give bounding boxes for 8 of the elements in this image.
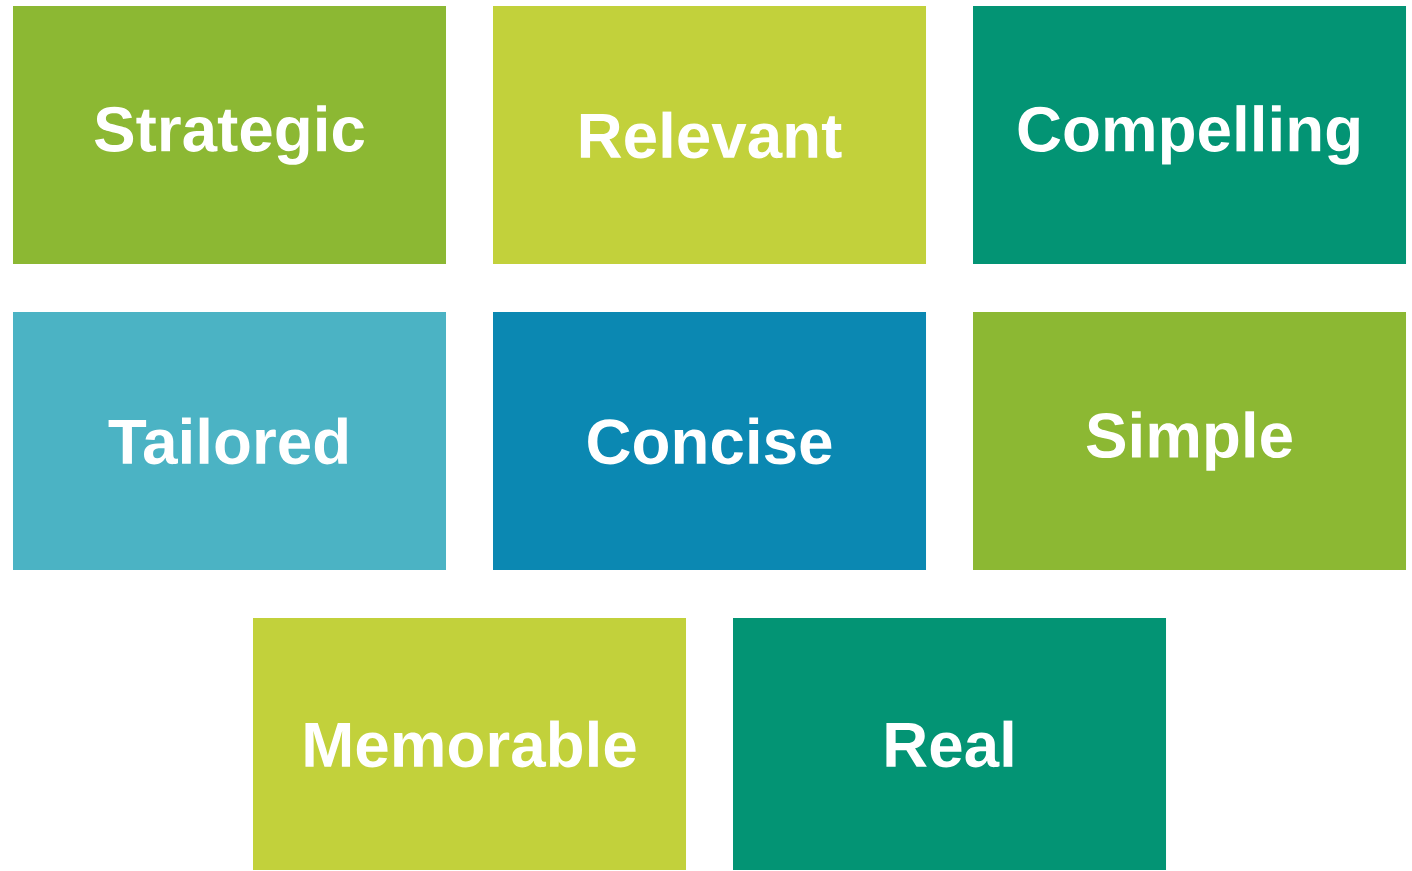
- label-box: Tailored: [13, 312, 446, 570]
- label-box: Compelling: [973, 6, 1406, 264]
- label-box: Concise: [493, 312, 926, 570]
- label-box: Real: [733, 618, 1166, 870]
- label-box: Relevant: [493, 6, 926, 264]
- label-box: Simple: [973, 312, 1406, 570]
- label-box: Strategic: [13, 6, 446, 264]
- label-box: Memorable: [253, 618, 686, 870]
